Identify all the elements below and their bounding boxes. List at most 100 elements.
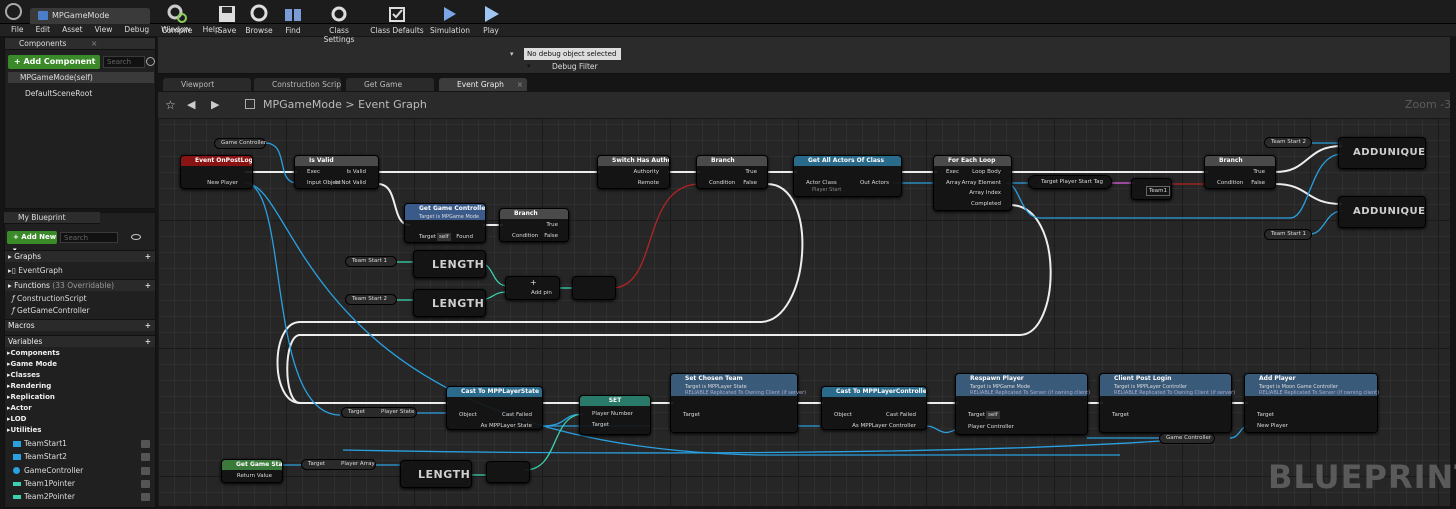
close-icon[interactable]: ×: [91, 39, 98, 48]
get-game-controller-node[interactable]: Get Game Controller Target is MPGame Mod…: [404, 203, 486, 243]
category-classes[interactable]: ▸Classes: [7, 371, 41, 379]
category-label: Replication: [10, 393, 55, 401]
document-tab[interactable]: MPGameMode: [30, 8, 150, 24]
class-settings-label: Class Settings: [323, 26, 355, 44]
tab-viewport[interactable]: Viewport: [163, 78, 251, 91]
switch-has-authority-node[interactable]: Switch Has Authority Authority Remote: [597, 155, 670, 189]
find-button[interactable]: Find: [280, 0, 306, 37]
event-onpostlogin-node[interactable]: Event OnPostLogin New Player: [180, 155, 253, 189]
breadcrumb-root[interactable]: MPGameMode: [263, 98, 342, 111]
variable-item[interactable]: TeamStart1: [13, 438, 153, 450]
equal-name-node[interactable]: Team1: [1131, 178, 1172, 200]
menu-window[interactable]: Window: [161, 25, 191, 34]
eye-icon[interactable]: [131, 234, 141, 240]
add-player-node[interactable]: Add Player Target is Moon Game Controlle…: [1244, 373, 1379, 433]
class-settings-button[interactable]: Class Settings: [313, 0, 365, 44]
back-arrow-icon[interactable]: ◀: [187, 98, 196, 111]
add-macro-icon[interactable]: +: [144, 321, 151, 330]
length-node-2[interactable]: LENGTH: [413, 289, 486, 317]
functions-section[interactable]: ▸ Functions (33 Overridable)+: [5, 279, 155, 291]
visibility-icon[interactable]: [141, 453, 150, 461]
respawn-player-node[interactable]: Respawn Player Target is MPGame Mode REL…: [955, 373, 1090, 435]
visibility-icon[interactable]: [141, 467, 150, 475]
menu-debug[interactable]: Debug: [124, 25, 150, 34]
cast-to-mpplayerstate-node[interactable]: Cast To MPPLayerState Object Cast Failed…: [446, 386, 543, 430]
is-valid-node[interactable]: Is Valid Exec Input Object Is Valid Is N…: [294, 155, 379, 189]
get-all-actors-node[interactable]: Get All Actors Of Class Actor Class Play…: [793, 155, 902, 197]
forward-arrow-icon[interactable]: ▶: [211, 98, 220, 111]
category-lod[interactable]: ▸LOD: [7, 415, 27, 423]
component-search-input[interactable]: Search: [103, 56, 145, 68]
add-variable-icon[interactable]: +: [144, 337, 151, 346]
add-graph-icon[interactable]: +: [144, 252, 151, 261]
menu-help[interactable]: Help: [202, 25, 220, 34]
menu-file[interactable]: File: [11, 25, 24, 34]
category-actor[interactable]: ▸Actor: [7, 404, 32, 412]
add-int-node[interactable]: + Add pin: [505, 276, 560, 300]
visibility-icon[interactable]: [141, 480, 150, 488]
variable-item[interactable]: GameController: [13, 465, 153, 477]
compile-button[interactable]: Compile: [160, 0, 194, 37]
component-item-self[interactable]: MPGameMode(self): [8, 72, 154, 83]
length-node-1[interactable]: LENGTH: [413, 250, 486, 278]
add-unique-node-2[interactable]: ADDUNIQUE: [1338, 196, 1426, 228]
cast-to-mpplayercontroller-node[interactable]: Cast To MPPLayerController Object Cast F…: [821, 386, 927, 430]
function-item-construction[interactable]: ƒ ConstructionScript: [12, 293, 87, 304]
play-button[interactable]: Play: [476, 0, 506, 37]
branch-node-1[interactable]: Branch Condition True False: [696, 155, 768, 189]
close-tab-icon[interactable]: ×: [516, 80, 523, 89]
add-function-icon[interactable]: +: [144, 281, 151, 290]
simulation-button[interactable]: Simulation: [430, 0, 470, 37]
variable-item[interactable]: Team2Pointer: [13, 491, 153, 503]
browse-button[interactable]: Browse: [245, 0, 273, 37]
menu-edit[interactable]: Edit: [35, 25, 51, 34]
team-start-2-var-node[interactable]: Team Start 2: [1264, 137, 1312, 148]
debug-object-select[interactable]: No debug object selected ▾: [524, 48, 621, 70]
component-item-root[interactable]: DefaultSceneRoot: [13, 88, 92, 99]
variable-item[interactable]: TeamStart2: [13, 451, 153, 463]
for-each-loop-node[interactable]: For Each Loop Exec Array Loop Body Array…: [933, 155, 1012, 211]
set-player-number-node[interactable]: SET Player Number Target: [579, 395, 651, 435]
tab-event-graph[interactable]: Event Graph×: [439, 78, 527, 91]
category-rendering[interactable]: ▸Rendering: [7, 382, 52, 390]
save-button[interactable]: Save: [215, 0, 239, 37]
game-controller-get-node[interactable]: Game Controller: [1159, 433, 1215, 444]
add-unique-node-1[interactable]: ADDUNIQUE: [1338, 137, 1426, 169]
branch-node-2[interactable]: Branch Condition True False: [1204, 155, 1276, 189]
modulo-node[interactable]: [486, 461, 530, 483]
macros-section[interactable]: Macros+: [5, 319, 155, 331]
visibility-icon[interactable]: [141, 493, 150, 501]
visibility-icon[interactable]: [141, 440, 150, 448]
category-replication[interactable]: ▸Replication: [7, 393, 55, 401]
tab-construction-script[interactable]: Construction Scrip: [254, 78, 341, 91]
blueprint-search-input[interactable]: Search: [60, 232, 118, 243]
menu-view[interactable]: View: [94, 25, 113, 34]
class-defaults-button[interactable]: Class Defaults: [370, 0, 424, 37]
category-label: Classes: [10, 371, 41, 379]
get-game-state-node[interactable]: Get Game State Return Value: [221, 459, 283, 483]
category-game-mode[interactable]: ▸Game Mode: [7, 360, 57, 368]
category-utilities[interactable]: ▸Utilities: [7, 426, 42, 434]
category-components[interactable]: ▸Components: [7, 349, 60, 357]
game-controller-var-node[interactable]: Game Controller: [214, 138, 266, 149]
team-start-1-var-node[interactable]: Team Start 1: [1264, 229, 1312, 240]
star-icon[interactable]: ☆: [165, 98, 176, 112]
function-item-getgc[interactable]: ƒ GetGameController: [12, 305, 90, 316]
add-pin-button[interactable]: Add pin: [531, 290, 552, 296]
variable-item[interactable]: Team1Pointer: [13, 478, 153, 490]
length-node-3[interactable]: LENGTH: [400, 460, 472, 488]
variables-section[interactable]: Variables+: [5, 335, 155, 347]
branch-small-node[interactable]: Branch Condition True False: [499, 208, 569, 242]
player-start-tag-node[interactable]: Target Player Start Tag: [1028, 175, 1112, 189]
menu-asset[interactable]: Asset: [62, 25, 83, 34]
set-chosen-team-node[interactable]: Set Chosen Team Target is MPPLayer State…: [670, 373, 806, 433]
team-start-1-get-node[interactable]: Team Start 1: [345, 256, 397, 267]
team-start-2-get-node[interactable]: Team Start 2: [345, 294, 397, 305]
graphs-section[interactable]: ▸ Graphs+: [5, 250, 155, 262]
client-post-login-node[interactable]: Client Post Login Target is MPPLayer Con…: [1099, 373, 1235, 433]
graph-item-eventgraph[interactable]: ▸▯ EventGraph: [8, 265, 63, 276]
play-options-chevron-icon[interactable]: ▾: [510, 50, 514, 58]
compare-int-node[interactable]: [572, 276, 616, 300]
